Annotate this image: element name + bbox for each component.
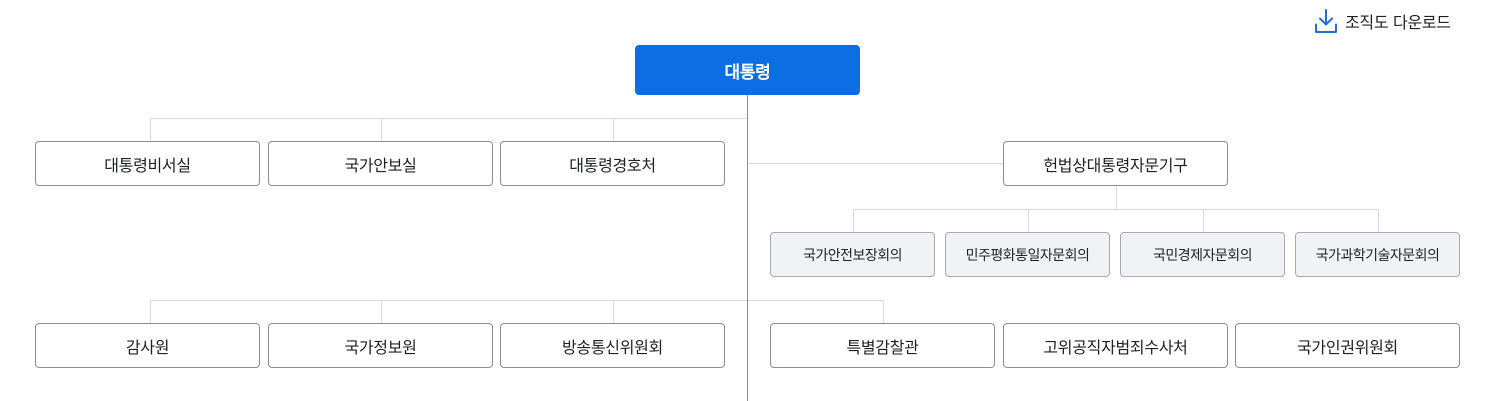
national-security-council[interactable]: 국가안전보장회의 — [770, 232, 935, 277]
org-chart-download-link[interactable]: 조직도 다운로드 — [1314, 8, 1451, 34]
president-node[interactable]: 대통령 — [635, 45, 860, 95]
national-intelligence-service[interactable]: 국가정보원 — [268, 323, 493, 368]
download-icon — [1315, 9, 1337, 33]
special-inspector[interactable]: 특별감찰관 — [770, 323, 995, 368]
human-rights-commission[interactable]: 국가인권위원회 — [1235, 323, 1460, 368]
national-economic-council[interactable]: 국민경제자문회의 — [1120, 232, 1285, 277]
science-technology-council[interactable]: 국가과학기술자문회의 — [1295, 232, 1460, 277]
national-security-office[interactable]: 국가안보실 — [268, 141, 493, 186]
peaceful-unification-council[interactable]: 민주평화통일자문회의 — [945, 232, 1110, 277]
presidential-security-service[interactable]: 대통령경호처 — [500, 141, 725, 186]
download-label: 조직도 다운로드 — [1345, 13, 1451, 32]
advisory-bodies-node[interactable]: 헌법상대통령자문기구 — [1003, 141, 1228, 186]
corruption-investigation-office[interactable]: 고위공직자범죄수사처 — [1003, 323, 1228, 368]
communications-commission[interactable]: 방송통신위원회 — [500, 323, 725, 368]
office-president-secretariat[interactable]: 대통령비서실 — [35, 141, 260, 186]
board-of-audit[interactable]: 감사원 — [35, 323, 260, 368]
